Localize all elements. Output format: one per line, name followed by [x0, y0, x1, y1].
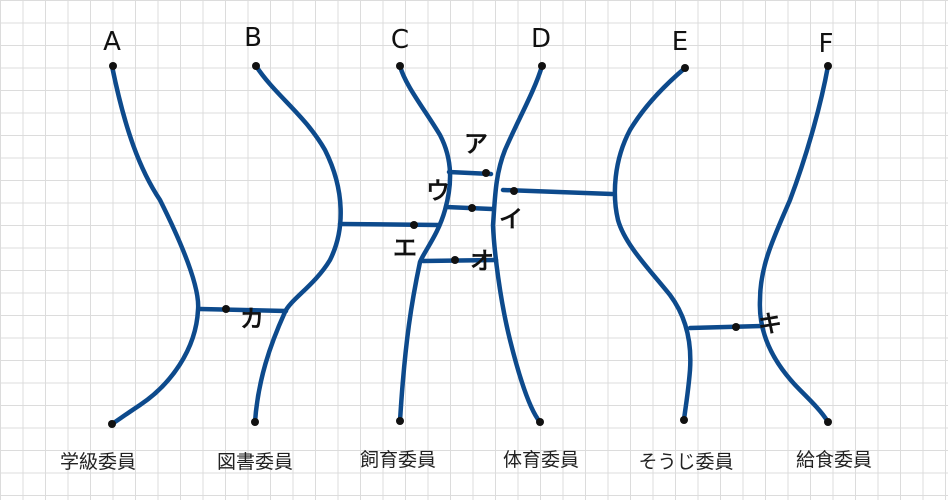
bottom-label-b: 図書委員: [217, 451, 293, 473]
top-dot-f: [824, 62, 832, 70]
top-dot-e: [681, 64, 689, 72]
rung-ka: [197, 306, 289, 314]
bottom-dot-a: [108, 420, 116, 428]
rung-dot-i: [510, 187, 518, 195]
rung-o: [420, 257, 499, 264]
column-letter-b: B: [244, 23, 262, 53]
column-letter-f: F: [819, 29, 834, 59]
rung-label-ki: キ: [758, 310, 782, 338]
top-dot-d: [538, 62, 546, 70]
rung-dot-ki: [732, 323, 740, 331]
column-letter-c: C: [391, 25, 409, 55]
bottom-label-a: 学級委員: [60, 451, 136, 473]
vertical-line-e: [612, 65, 693, 423]
vertical-line-c: [397, 63, 453, 424]
rung-dot-e: [410, 221, 418, 229]
vertical-line-d: [490, 63, 545, 425]
top-dot-b: [252, 62, 260, 70]
top-dot-a: [109, 62, 117, 70]
bottom-dot-e: [680, 416, 688, 424]
rung-label-a: ア: [464, 130, 488, 158]
rung-dot-a: [482, 169, 490, 177]
bottom-dot-f: [824, 418, 832, 426]
column-letter-a: A: [103, 27, 121, 57]
rung-label-e: エ: [393, 234, 417, 262]
rung-label-o: オ: [470, 247, 494, 275]
bottom-dot-d: [536, 418, 544, 426]
rung-i: [500, 187, 615, 197]
rung-label-u: ウ: [426, 177, 450, 205]
column-letter-e: E: [672, 27, 688, 57]
rung-e: [337, 221, 441, 228]
bottom-label-e: そうじ委員: [638, 451, 733, 473]
bottom-dot-b: [251, 418, 259, 426]
rung-dot-u: [468, 204, 476, 212]
vertical-line-f: [757, 63, 831, 425]
rung-dot-o: [451, 256, 459, 264]
column-letter-d: D: [531, 24, 551, 54]
bottom-dot-c: [396, 417, 404, 425]
rung-label-ka: カ: [240, 305, 264, 333]
bottom-label-d: 体育委員: [503, 449, 579, 471]
vertical-line-b: [252, 63, 343, 425]
bottom-label-f: 給食委員: [796, 449, 872, 471]
vertical-line-a: [109, 63, 201, 427]
rung-dot-ka: [222, 305, 230, 313]
rung-ki: [687, 323, 765, 331]
rung-label-i: イ: [499, 205, 523, 233]
bottom-label-c: 飼育委員: [360, 449, 436, 471]
top-dot-c: [396, 62, 404, 70]
